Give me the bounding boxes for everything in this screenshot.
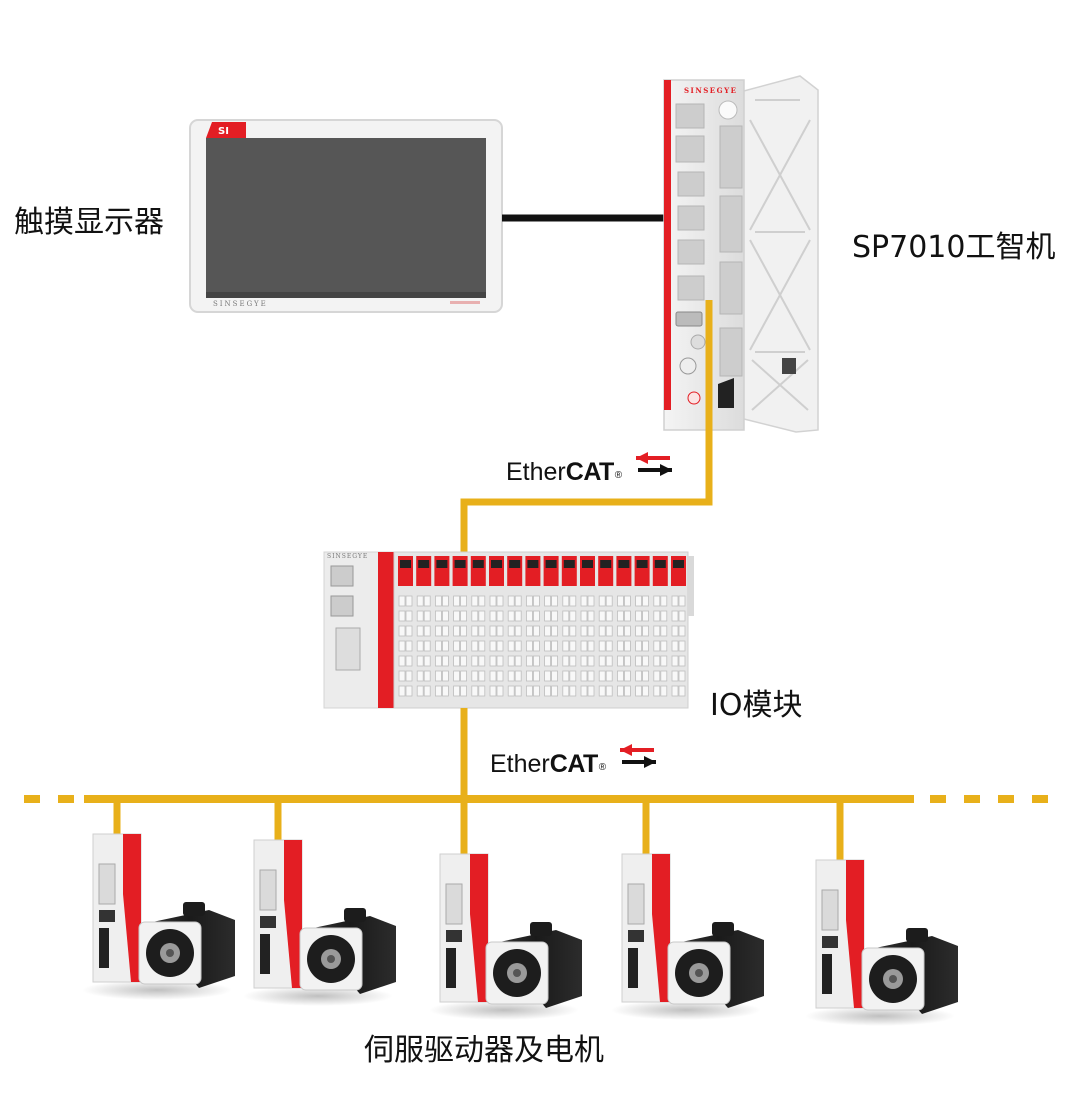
ethercat-suffix: CAT <box>549 750 599 778</box>
touch-display: SI SINSEGYE <box>189 119 503 313</box>
industrial-pc-label: SP7010工智机 <box>852 230 1056 265</box>
ethercat-prefix: Ether <box>490 750 550 778</box>
industrial-pc: SINSEGYE <box>663 75 819 433</box>
servo-drive-3 <box>429 799 582 1020</box>
svg-text:SINSEGYE: SINSEGYE <box>327 553 368 560</box>
svg-text:SINSEGYE: SINSEGYE <box>684 86 737 95</box>
ethercat-arrows-icon <box>636 452 672 476</box>
servo-drive-2 <box>243 799 396 1006</box>
servo-drives-label: 伺服驱动器及电机 <box>364 1033 604 1068</box>
svg-text:SI: SI <box>218 126 229 137</box>
touch-display-label: 触摸显示器 <box>14 205 164 240</box>
ethercat-reg: ® <box>598 762 607 773</box>
ethercat-logo-upper: EtherCAT® <box>506 452 672 487</box>
ethercat-logo-lower: EtherCAT® <box>490 744 656 779</box>
ethercat-prefix: Ether <box>506 458 566 486</box>
ethercat-arrows-icon <box>620 744 656 768</box>
svg-text:SINSEGYE: SINSEGYE <box>213 300 268 308</box>
servo-drive-1 <box>82 799 235 1000</box>
servo-drive-4 <box>611 799 764 1020</box>
io-module-label: IO模块 <box>710 688 803 723</box>
io-module: SINSEGYE <box>323 551 694 709</box>
servo-drive-5 <box>805 799 958 1026</box>
ethercat-suffix: CAT <box>565 458 615 486</box>
ethercat-reg: ® <box>614 470 623 481</box>
